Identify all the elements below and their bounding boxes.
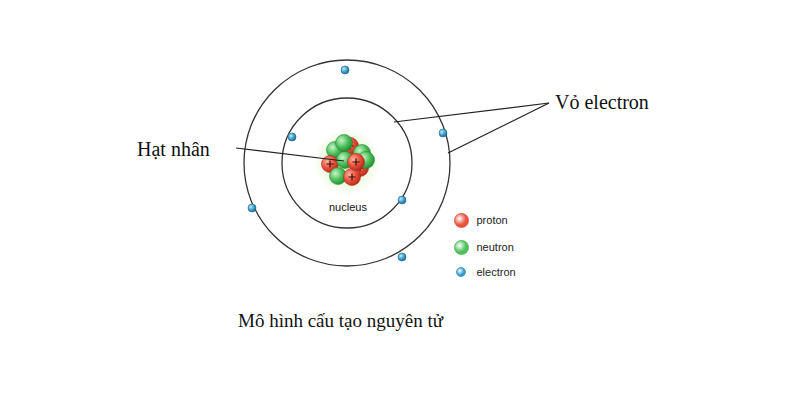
nucleus-label: nucleus xyxy=(329,201,367,213)
plus-sign xyxy=(327,161,334,168)
nucleus-glow xyxy=(313,128,381,196)
legend-swatch xyxy=(454,240,469,255)
electron-dot xyxy=(398,196,406,204)
legend-label: electron xyxy=(477,266,516,278)
electron-dot xyxy=(439,129,447,137)
leader-line xyxy=(448,103,549,153)
caption: Mô hình cấu tạo nguyên tử xyxy=(238,310,443,332)
electron-dot xyxy=(398,253,406,261)
part-label: Vỏ electron xyxy=(555,91,649,114)
nucleus-cluster xyxy=(322,135,375,186)
leader-line xyxy=(394,103,549,122)
legend-item: proton xyxy=(454,211,508,229)
inner-orbit xyxy=(282,98,412,228)
part-label: Hạt nhân xyxy=(137,138,210,161)
electron-dot xyxy=(288,133,296,141)
electron-dot xyxy=(341,66,349,74)
neutron-ball xyxy=(336,135,353,152)
plus-sign xyxy=(353,159,360,166)
legend-item: neutron xyxy=(454,238,514,256)
legend-item: electron xyxy=(456,263,516,281)
electron-dot xyxy=(248,204,256,212)
legend-label: neutron xyxy=(477,241,514,253)
leader-line xyxy=(236,148,344,161)
legend-swatch xyxy=(454,213,469,228)
electron-dots xyxy=(248,66,447,261)
outer-orbit xyxy=(244,60,450,266)
legend-label: proton xyxy=(477,214,508,226)
legend-swatch xyxy=(456,267,466,277)
proton-ball xyxy=(344,169,361,186)
proton-ball xyxy=(348,154,365,171)
plus-sign xyxy=(349,174,356,181)
